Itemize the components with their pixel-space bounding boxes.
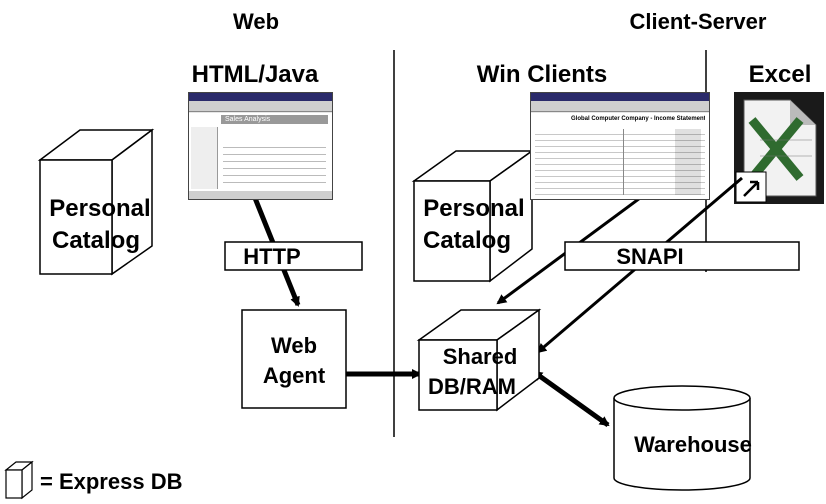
http-label: HTTP xyxy=(243,244,300,269)
personal-catalog-label-left-2: Catalog xyxy=(52,227,140,254)
personal-catalog-label-left-1: Personal xyxy=(49,195,150,222)
screenshot-highlight-column xyxy=(675,129,701,195)
header-html-java: HTML/Java xyxy=(192,61,319,88)
screenshot-toolbar xyxy=(189,101,332,112)
shared-db-label-2: DB/RAM xyxy=(428,374,516,399)
screenshot-titlebar xyxy=(531,93,709,101)
html-java-screenshot: Sales Analysis xyxy=(188,92,333,200)
legend-label: = Express DB xyxy=(40,469,182,494)
screenshot-report-rows xyxy=(535,129,705,195)
warehouse-label: Warehouse xyxy=(634,432,752,457)
web-agent-label-1: Web xyxy=(271,333,317,358)
personal-catalog-cube-left xyxy=(37,128,155,276)
http-box xyxy=(224,241,363,271)
screenshot-titlebar xyxy=(189,93,332,101)
snapi-box xyxy=(564,241,800,271)
screenshot-body: Global Computer Company - Income Stateme… xyxy=(531,113,709,199)
legend-cube-icon xyxy=(4,460,34,500)
screenshot-page-title: Sales Analysis xyxy=(221,115,328,124)
header-client-server: Client-Server xyxy=(630,9,767,34)
screenshot-report-title: Global Computer Company - Income Stateme… xyxy=(571,116,705,122)
screenshot-column-rule xyxy=(623,129,624,195)
screenshot-taskbar xyxy=(189,191,332,199)
snapi-label: SNAPI xyxy=(616,244,683,269)
excel-icon xyxy=(734,92,824,204)
personal-catalog-label-right-2: Catalog xyxy=(423,227,511,254)
web-agent-box xyxy=(241,309,347,409)
shared-db-label-1: Shared xyxy=(443,344,518,369)
header-web: Web xyxy=(233,9,279,34)
screenshot-body: Sales Analysis xyxy=(189,113,332,199)
header-excel: Excel xyxy=(749,61,812,88)
screenshot-menubar xyxy=(531,101,709,112)
conn-shared-to-warehouse xyxy=(532,369,610,428)
web-agent-label-2: Agent xyxy=(263,363,326,388)
screenshot-table xyxy=(223,141,326,185)
warehouse-cylinder xyxy=(613,385,751,491)
header-win-clients: Win Clients xyxy=(477,61,607,88)
win-clients-screenshot: Global Computer Company - Income Stateme… xyxy=(530,92,710,200)
personal-catalog-label-right-1: Personal xyxy=(423,195,524,222)
screenshot-sidebar xyxy=(191,127,218,189)
shared-db-cube xyxy=(416,308,542,412)
